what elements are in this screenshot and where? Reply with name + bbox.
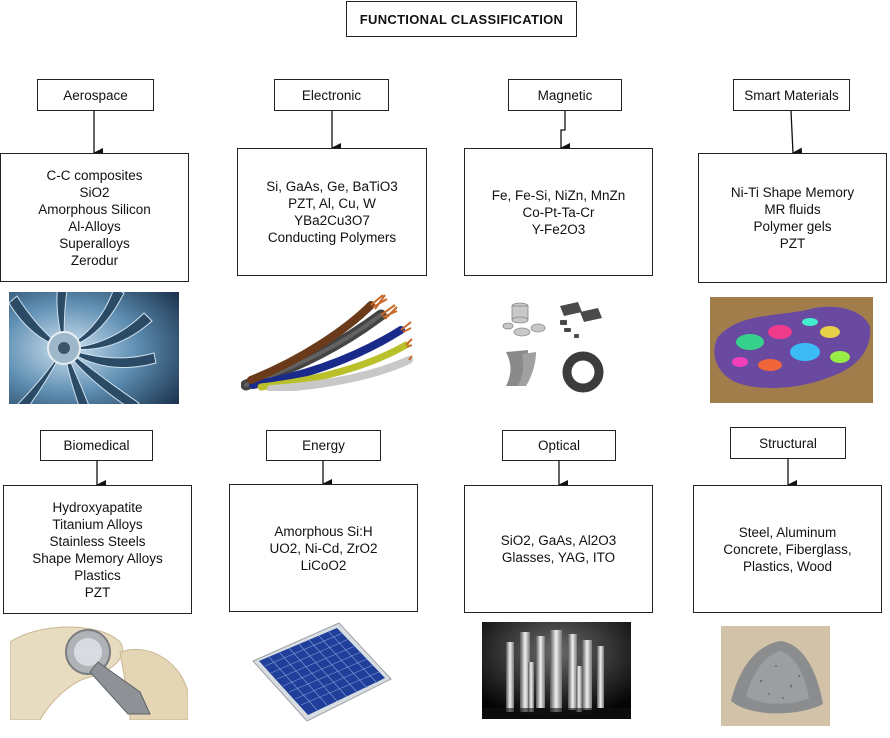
- material-item: Amorphous Silicon: [38, 201, 151, 217]
- material-item: Polymer gels: [753, 219, 832, 234]
- material-item: Fe, Fe-Si, NiZn, MnZn: [491, 187, 626, 203]
- materials-box-magnetic: Fe, Fe-Si, NiZn, MnZn Co-Pt-Ta-Cr Y-Fe2O…: [464, 148, 653, 276]
- material-item: Stainless Steels: [49, 533, 146, 549]
- material-item: Plastics, Wood: [742, 558, 833, 574]
- category-box-energy: Energy: [266, 430, 381, 461]
- opal-image: [710, 297, 873, 403]
- material-item: Conducting Polymers: [267, 230, 397, 245]
- material-item: Glasses, YAG, ITO: [501, 550, 616, 565]
- material-item: PZT, Al, Cu, W: [288, 196, 376, 211]
- material-item: Al-Alloys: [68, 218, 121, 234]
- material-item: UO2, Ni-Cd, ZrO2: [269, 540, 378, 556]
- material-item: Shape Memory Alloys: [32, 550, 163, 566]
- material-item: Hydroxyapatite: [52, 499, 143, 515]
- material-item: Superalloys: [59, 235, 130, 251]
- category-label: Electronic: [301, 87, 362, 103]
- materials-box-structural: Steel, Aluminum Concrete, Fiberglass, Pl…: [693, 485, 882, 613]
- hip-implant-image: [10, 622, 188, 720]
- material-item: YBa2Cu3O7: [294, 213, 370, 228]
- glass-rods-image: [482, 622, 631, 719]
- materials-box-optical: SiO2, GaAs, Al2O3 Glasses, YAG, ITO: [464, 485, 653, 613]
- diagram-title: FUNCTIONAL CLASSIFICATION: [346, 1, 577, 37]
- material-item: Si, GaAs, Ge, BaTiO3: [266, 179, 398, 194]
- material-item: Zerodur: [70, 252, 119, 268]
- magnets-image: [498, 294, 620, 394]
- material-item: Plastics: [74, 567, 121, 583]
- copper-wires-image: [241, 285, 413, 391]
- category-box-smart-materials: Smart Materials: [733, 79, 850, 111]
- category-box-magnetic: Magnetic: [508, 79, 622, 111]
- category-box-biomedical: Biomedical: [40, 430, 153, 461]
- material-item: PZT: [84, 584, 111, 600]
- material-item: Co-Pt-Ta-Cr: [522, 204, 595, 220]
- materials-box-energy: Amorphous Si:H UO2, Ni-Cd, ZrO2 LiCoO2: [229, 484, 418, 612]
- material-item: Titanium Alloys: [52, 516, 143, 532]
- solar-panel-image: [249, 621, 393, 722]
- category-label: Structural: [759, 435, 817, 451]
- arrow-magnetic: [560, 110, 570, 153]
- category-label: Optical: [537, 438, 581, 453]
- materials-box-aerospace: C-C composites SiO2 Amorphous Silicon Al…: [0, 153, 189, 282]
- material-item: MR fluids: [764, 202, 821, 217]
- arrow-smart: [790, 110, 803, 158]
- category-label: Aerospace: [63, 87, 128, 103]
- category-label: Magnetic: [537, 87, 593, 103]
- material-item: PZT: [779, 236, 806, 251]
- materials-box-smart-materials: Ni-Ti Shape Memory MR fluids Polymer gel…: [698, 153, 887, 283]
- material-item: SiO2, GaAs, Al2O3: [500, 533, 617, 548]
- material-item: C-C composites: [46, 167, 143, 183]
- category-box-aerospace: Aerospace: [37, 79, 154, 111]
- material-item: Steel, Aluminum: [738, 524, 837, 540]
- turbine-fan-image: [9, 292, 179, 404]
- material-item: Y-Fe2O3: [531, 221, 586, 237]
- category-box-electronic: Electronic: [274, 79, 389, 111]
- title-text: FUNCTIONAL CLASSIFICATION: [359, 11, 564, 27]
- concrete-powder-image: [721, 626, 830, 726]
- materials-box-electronic: Si, GaAs, Ge, BaTiO3 PZT, Al, Cu, W YBa2…: [237, 148, 427, 276]
- category-label: Biomedical: [63, 438, 130, 453]
- materials-box-biomedical: Hydroxyapatite Titanium Alloys Stainless…: [3, 485, 192, 614]
- material-item: SiO2: [79, 184, 110, 200]
- material-item: Concrete, Fiberglass,: [723, 541, 852, 557]
- category-box-structural: Structural: [730, 427, 846, 459]
- category-label: Energy: [302, 438, 345, 453]
- material-item: LiCoO2: [300, 557, 347, 573]
- category-box-optical: Optical: [502, 430, 616, 461]
- material-item: Ni-Ti Shape Memory: [730, 185, 855, 200]
- category-label: Smart Materials: [744, 87, 839, 103]
- material-item: Amorphous Si:H: [274, 523, 373, 539]
